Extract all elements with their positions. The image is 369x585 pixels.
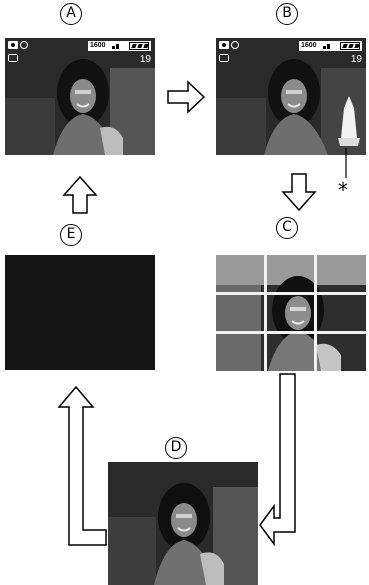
grid-line-v2 <box>314 255 317 371</box>
label-c: C <box>276 217 298 239</box>
label-e: E <box>60 224 82 246</box>
portrait-scene-c <box>216 255 366 371</box>
label-b: B <box>276 3 298 25</box>
hand-shake-icon <box>219 54 229 62</box>
resolution-text: 1600 <box>301 42 317 49</box>
status-box: 1600 <box>299 41 362 51</box>
battery-icon <box>129 42 149 50</box>
label-d: D <box>165 437 187 459</box>
arrow-d-to-e-icon <box>57 385 107 546</box>
screen-c <box>216 255 366 371</box>
grid-line-v1 <box>264 255 267 371</box>
screen-e <box>5 255 155 370</box>
hand-shake-icon <box>8 54 18 62</box>
camera-mode-icon <box>8 41 30 49</box>
shot-count: 19 <box>350 54 362 65</box>
status-box: 1600 <box>88 41 151 51</box>
arrow-down-icon <box>281 173 317 212</box>
camera-mode-icon <box>219 41 241 49</box>
screen-b: 1600 19 <box>216 38 366 155</box>
quality-icon <box>323 43 333 49</box>
quality-icon <box>112 43 122 49</box>
portrait-scene-d <box>108 462 258 585</box>
label-a: A <box>60 3 82 25</box>
portrait-scene-a <box>5 38 155 155</box>
arrow-c-to-d-icon <box>259 373 296 547</box>
screen-a: 1600 19 <box>5 38 155 155</box>
screen-d <box>108 462 258 585</box>
resolution-text: 1600 <box>90 42 106 49</box>
grid-line-h2 <box>216 331 366 334</box>
shot-count: 19 <box>139 54 151 65</box>
annotation-asterisk: * <box>338 178 348 202</box>
grid-line-h1 <box>216 292 366 295</box>
arrow-right-icon <box>167 80 206 114</box>
arrow-up-icon <box>62 175 98 214</box>
annotation-pointer <box>345 148 347 178</box>
battery-icon <box>340 42 360 50</box>
portrait-scene-b <box>216 38 366 155</box>
